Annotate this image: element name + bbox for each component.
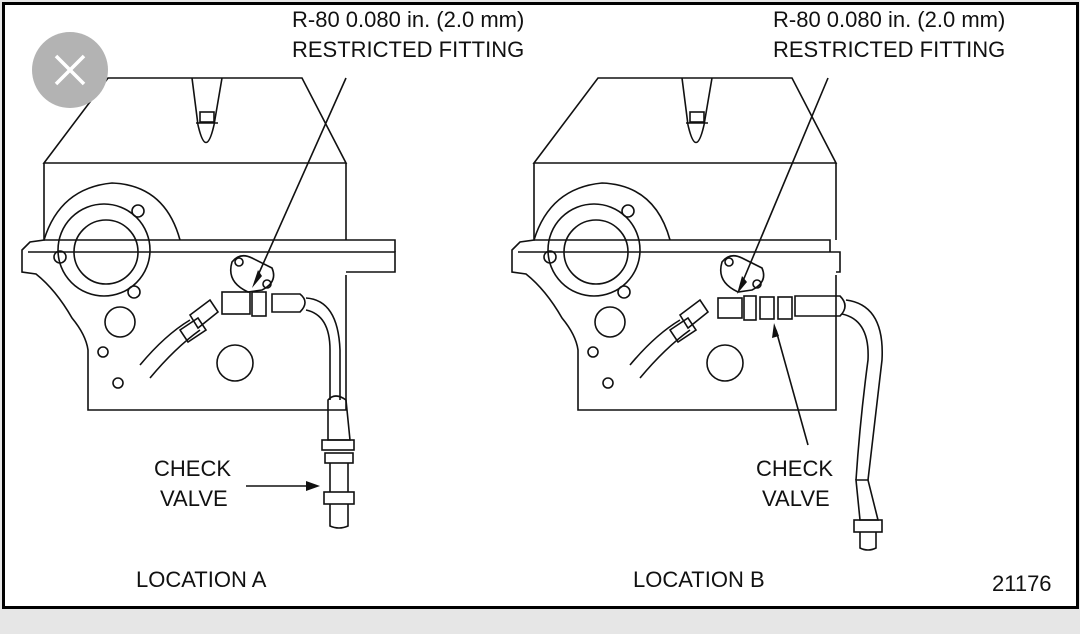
gear-bore-a xyxy=(73,219,139,285)
boss-a xyxy=(191,77,223,144)
check-valve-leader-b xyxy=(775,329,809,446)
fitting-label-b-line1: R-80 0.080 in. (2.0 mm) xyxy=(773,7,1006,32)
restricted-fitting-a xyxy=(221,291,251,315)
figure-frame xyxy=(2,2,1079,609)
fitting-leader-a xyxy=(254,77,347,283)
fitting-label-a-line2: RESTRICTED FITTING xyxy=(292,37,525,62)
engine-block-a xyxy=(21,77,396,529)
location-a-label: LOCATION A xyxy=(136,567,267,592)
check-valve-label-b-line2: VALVE xyxy=(762,486,830,511)
close-icon xyxy=(54,54,86,86)
gear-ring-outer-a xyxy=(57,203,151,297)
gear-housing-a xyxy=(43,182,181,241)
check-valve-label-a-line2: VALVE xyxy=(160,486,228,511)
fitting-label-b-line2: RESTRICTED FITTING xyxy=(773,37,1006,62)
bolt-a xyxy=(199,111,215,123)
close-button[interactable] xyxy=(32,32,108,108)
location-b-label: LOCATION B xyxy=(633,567,765,592)
engine-block-b xyxy=(511,77,883,551)
left-hose-a xyxy=(139,319,191,366)
bolt-hole-a2 xyxy=(53,250,67,264)
check-valve-a xyxy=(321,439,355,529)
check-valve-label-b-line1: CHECK xyxy=(756,456,834,481)
check-valve-label-a-line1: CHECK xyxy=(154,456,232,481)
flange-a xyxy=(229,254,275,293)
check-valve-b xyxy=(759,296,775,320)
fitting-label-a-line1: R-80 0.080 in. (2.0 mm) xyxy=(292,7,525,32)
upper-housing-a xyxy=(42,77,348,164)
bolt-hole-a1 xyxy=(131,204,145,218)
main-block-a xyxy=(21,163,347,411)
port-a2 xyxy=(216,344,254,382)
fitting-leader-b xyxy=(739,77,829,289)
port-a1 xyxy=(104,306,136,338)
restricted-fitting-b xyxy=(717,297,743,319)
hose-a xyxy=(305,297,341,400)
bolt-hole-a3 xyxy=(127,285,141,299)
figure-number: 21176 xyxy=(992,571,1052,596)
